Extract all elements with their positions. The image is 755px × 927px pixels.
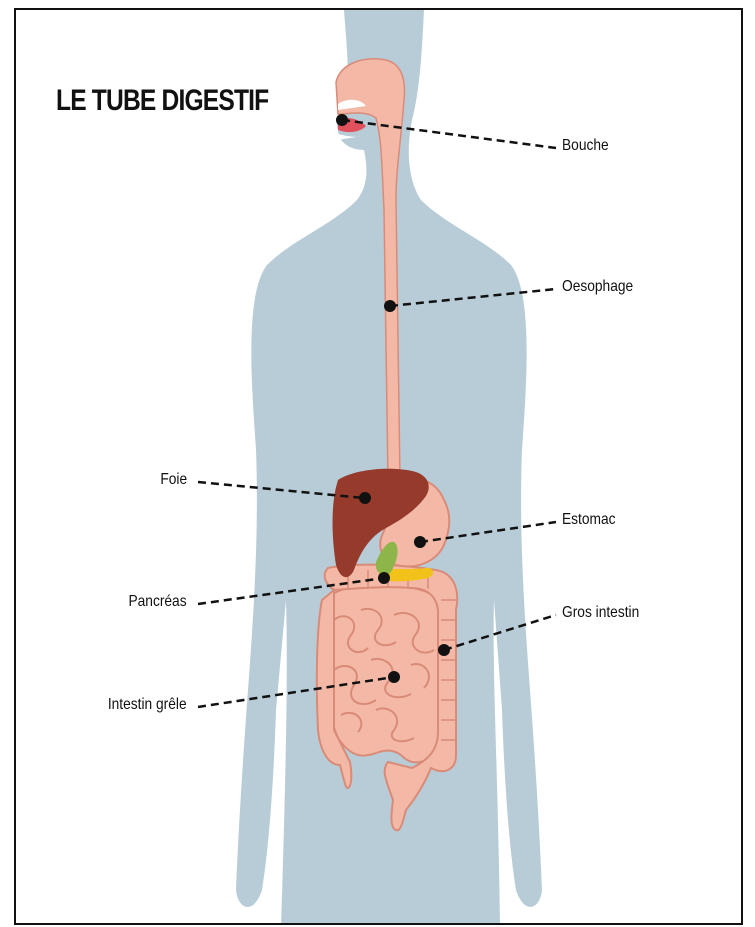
label-pancreas: Pancréas [129, 593, 187, 611]
digestive-system-illustration [16, 10, 743, 925]
dot-estomac [414, 536, 426, 548]
label-gros-intestin: Gros intestin [562, 604, 639, 622]
label-intestin-grele: Intestin grêle [108, 696, 187, 714]
dot-foie [359, 492, 371, 504]
dot-oesophage [384, 300, 396, 312]
label-estomac: Estomac [562, 511, 616, 529]
dot-intestin-grele [388, 671, 400, 683]
label-oesophage: Oesophage [562, 278, 633, 296]
label-bouche: Bouche [562, 137, 609, 155]
label-foie: Foie [160, 471, 187, 489]
diagram-frame: LE TUBE DIGESTIF Bouche Oesophage Foie E… [14, 8, 743, 925]
diagram-title: LE TUBE DIGESTIF [56, 84, 268, 118]
dot-pancreas [378, 572, 390, 584]
dot-gros-intestin [438, 644, 450, 656]
dot-bouche [336, 114, 348, 126]
